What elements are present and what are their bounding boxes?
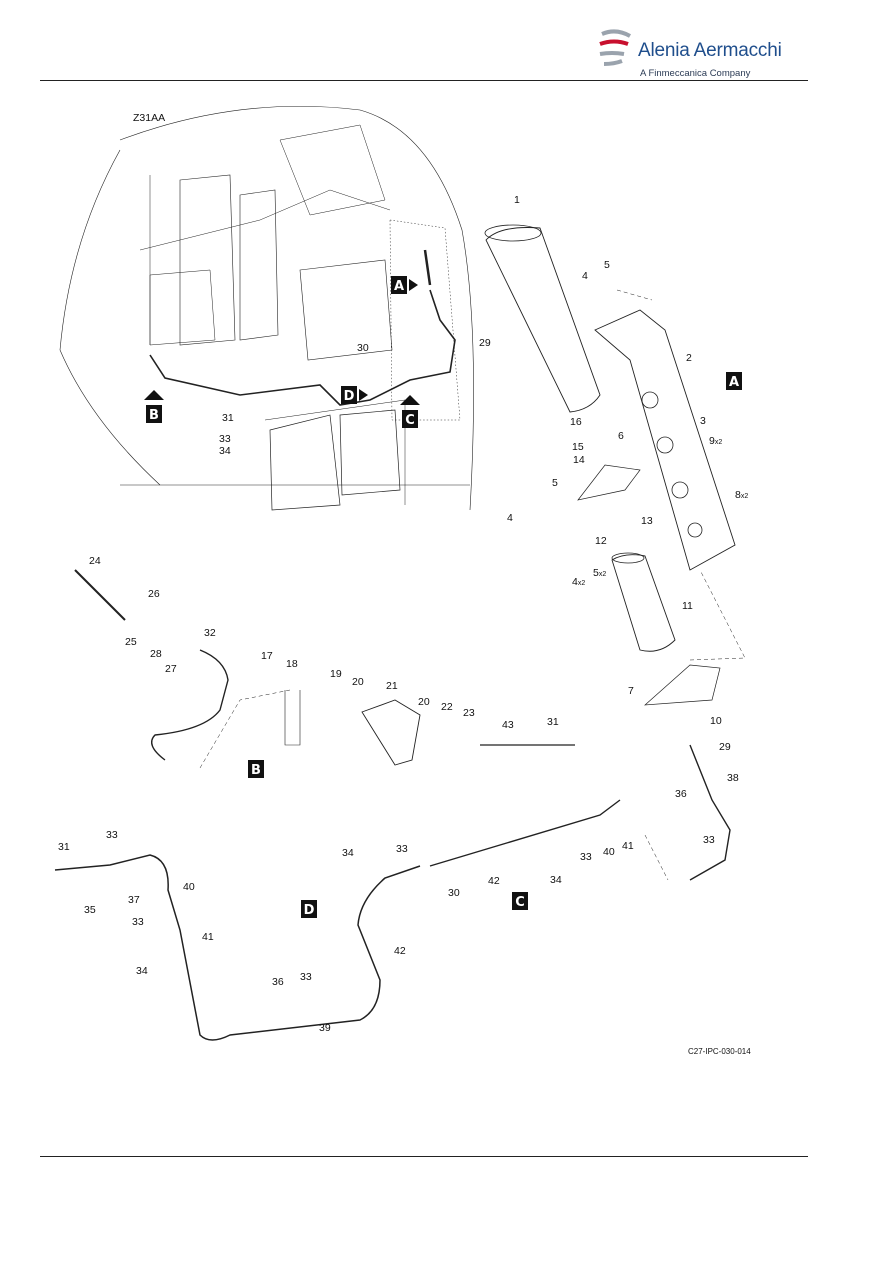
callout-c21: 21 [386, 680, 398, 692]
callout-c1: 1 [514, 194, 520, 206]
callout-c30a: 30 [357, 342, 369, 354]
callout-c42b: 42 [394, 945, 406, 957]
callout-c5a: 5 [604, 259, 610, 271]
callout-c22: 22 [441, 701, 453, 713]
callout-c5b: 5 [552, 477, 558, 489]
callout-qty-c5c: x2 [599, 571, 607, 578]
callout-c10: 10 [710, 715, 722, 727]
callout-c37: 37 [128, 894, 140, 906]
callout-c33d: 33 [396, 843, 408, 855]
callout-c41b: 41 [622, 840, 634, 852]
callout-c2: 2 [686, 352, 692, 364]
callout-c43: 43 [502, 719, 514, 731]
callout-c16: 16 [570, 416, 582, 428]
callout-c31a: 31 [222, 412, 234, 424]
callout-c17: 17 [261, 650, 273, 662]
callout-c4a: 4 [582, 270, 588, 282]
figure-reference: C27-IPC-030-014 [688, 1047, 751, 1056]
callout-c26: 26 [148, 588, 160, 600]
callout-c29b: 29 [719, 741, 731, 753]
callout-c24: 24 [89, 555, 101, 567]
callout-c19: 19 [330, 668, 342, 680]
callout-c33g: 33 [300, 971, 312, 983]
callout-c8: 8x2 [735, 489, 748, 501]
callout-c33e: 33 [580, 851, 592, 863]
callout-c36b: 36 [272, 976, 284, 988]
callout-c34d: 34 [550, 874, 562, 886]
flag-d-overview: D [344, 389, 355, 404]
callout-c40a: 40 [183, 881, 195, 893]
header-rule [40, 80, 808, 81]
callout-c42a: 42 [488, 875, 500, 887]
callout-c4c: 4x2 [572, 576, 585, 588]
callout-c34c: 34 [342, 847, 354, 859]
callout-c3: 3 [700, 415, 706, 427]
brand-tagline: A Finmeccanica Company [640, 68, 751, 79]
callout-c41a: 41 [202, 931, 214, 943]
callout-c30b: 30 [448, 887, 460, 899]
callout-c4b: 4 [507, 512, 513, 524]
callout-c23: 23 [463, 707, 475, 719]
callout-c33a: 33 [219, 433, 231, 445]
callout-c36a: 36 [675, 788, 687, 800]
callout-c33f: 33 [703, 834, 715, 846]
callout-qty-c9: x2 [715, 439, 723, 446]
callout-c32: 32 [204, 627, 216, 639]
callout-c33b: 33 [106, 829, 118, 841]
callout-c29a: 29 [479, 337, 491, 349]
callout-c31b: 31 [547, 716, 559, 728]
callout-c27: 27 [165, 663, 177, 675]
flag-a-overview: A [394, 279, 404, 294]
alenia-logo-icon [599, 29, 631, 66]
flag-c-detail: C [515, 895, 525, 910]
callout-c28: 28 [150, 648, 162, 660]
callout-c14: 14 [573, 454, 585, 466]
callout-c12: 12 [595, 535, 607, 547]
callout-c5c: 5x2 [593, 567, 606, 579]
callout-c31c: 31 [58, 841, 70, 853]
callout-c40b: 40 [603, 846, 615, 858]
flag-a-detail: A [729, 375, 739, 390]
flag-c-overview: C [405, 413, 415, 428]
view-flags: A A B B C C D D [144, 276, 742, 918]
callout-c20b: 20 [418, 696, 430, 708]
callout-c35: 35 [84, 904, 96, 916]
flag-d-detail: D [304, 903, 315, 918]
callout-c15: 15 [572, 441, 584, 453]
callout-c39: 39 [319, 1022, 331, 1034]
callout-qty-c8: x2 [741, 493, 749, 500]
callout-c9: 9x2 [709, 435, 722, 447]
callout-c33c: 33 [132, 916, 144, 928]
footer-rule [40, 1156, 808, 1157]
callout-c38: 38 [727, 772, 739, 784]
flag-b-overview: B [149, 408, 159, 423]
callout-c25: 25 [125, 636, 137, 648]
callout-qty-c4c: x2 [578, 580, 586, 587]
callout-c34a: 34 [219, 445, 231, 457]
callout-c18: 18 [286, 658, 298, 670]
part-callouts: 12345678x29x2101112131415161718192020212… [58, 194, 748, 1034]
callout-c13: 13 [641, 515, 653, 527]
zone-label: Z31AA [133, 112, 165, 124]
callout-c20a: 20 [352, 676, 364, 688]
callout-c11: 11 [682, 600, 693, 612]
flag-b-detail: B [251, 763, 261, 778]
callout-c7: 7 [628, 685, 634, 697]
brand-name: Alenia Aermacchi [638, 40, 782, 61]
callout-c34b: 34 [136, 965, 148, 977]
callout-c6: 6 [618, 430, 624, 442]
